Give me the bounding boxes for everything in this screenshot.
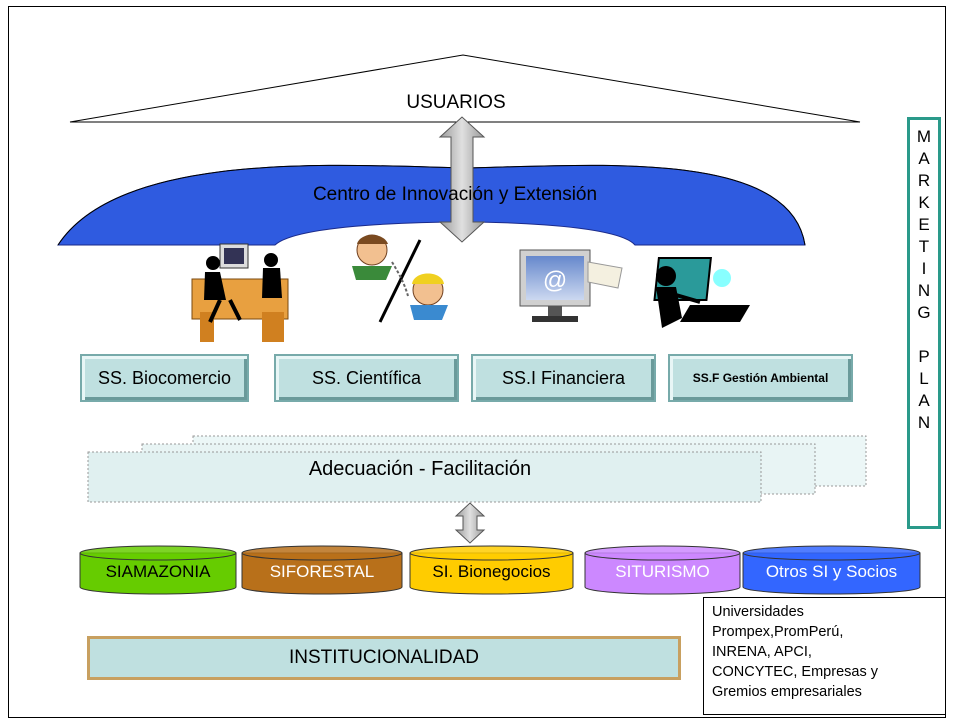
cylinder-label: Otros SI y Socios <box>765 562 898 581</box>
cylinder-siamazonia <box>79 545 237 595</box>
partners-line: Universidades <box>712 604 804 620</box>
marketing-letter: R <box>917 171 931 190</box>
cylinder-label: SIFORESTAL <box>269 562 375 581</box>
adaptation-systems-double-arrow <box>454 502 486 544</box>
service-biocomercio: SS. Biocomercio <box>80 354 249 402</box>
marketing-letter: I <box>921 259 927 278</box>
phone-call-icon <box>352 234 448 323</box>
marketing-letter: N <box>917 281 931 300</box>
marketing-letter: A <box>918 391 930 410</box>
cylinder-siturismo <box>584 545 741 595</box>
service-financiera: SS.I Financiera <box>471 354 656 402</box>
adaptation-label: Adecuación - Facilitación <box>308 458 532 480</box>
institutionality-box: INSTITUCIONALIDAD <box>87 636 681 680</box>
marketing-letter: L <box>919 369 929 388</box>
marketing-letter: P <box>918 347 930 366</box>
partners-box: Universidades Prompex,PromPerú, INRENA, … <box>703 597 946 715</box>
partners-line: Gremios empresariales <box>712 684 862 700</box>
cylinder-otros-si-y-socios <box>742 545 921 595</box>
marketing-plan-box: M A R K E T I N G P L A N <box>907 117 941 529</box>
marketing-letter: A <box>918 149 930 168</box>
cylinder-label: SI. Bionegocios <box>432 562 551 581</box>
institutionality-label: INSTITUCIONALIDAD <box>288 647 480 668</box>
email-monitor-icon: @ <box>519 249 623 322</box>
service-gestion-ambiental: SS.F Gestión Ambiental <box>668 354 853 402</box>
adaptation-stack <box>87 435 867 503</box>
partners-line: CONCYTEC, Empresas y <box>712 664 878 680</box>
marketing-letter: M <box>916 127 932 146</box>
svg-text:@: @ <box>543 267 567 294</box>
users-center-double-arrow <box>438 116 486 243</box>
laptop-user-icon <box>653 257 750 328</box>
cylinder-siforestal <box>241 545 403 595</box>
marketing-letter: N <box>917 413 931 432</box>
users-label: USUARIOS <box>406 92 506 113</box>
cylinder-label: SITURISMO <box>615 562 710 581</box>
diagram-frame <box>8 6 946 718</box>
marketing-letter: T <box>918 237 930 256</box>
cylinder-label: SIAMAZONIA <box>105 562 211 581</box>
desk-users-icon <box>191 243 289 342</box>
partners-line: Prompex,PromPerú, <box>712 624 844 640</box>
marketing-letter: G <box>917 303 931 322</box>
marketing-letter: E <box>918 215 930 234</box>
marketing-letter: K <box>918 193 930 212</box>
information-systems <box>79 545 921 595</box>
cylinder-si-bionegocios <box>409 545 574 595</box>
innovation-center-label: Centro de Innovación y Extensión <box>312 184 598 205</box>
partners-line: INRENA, APCI, <box>712 644 812 660</box>
service-cientifica: SS. Científica <box>274 354 459 402</box>
